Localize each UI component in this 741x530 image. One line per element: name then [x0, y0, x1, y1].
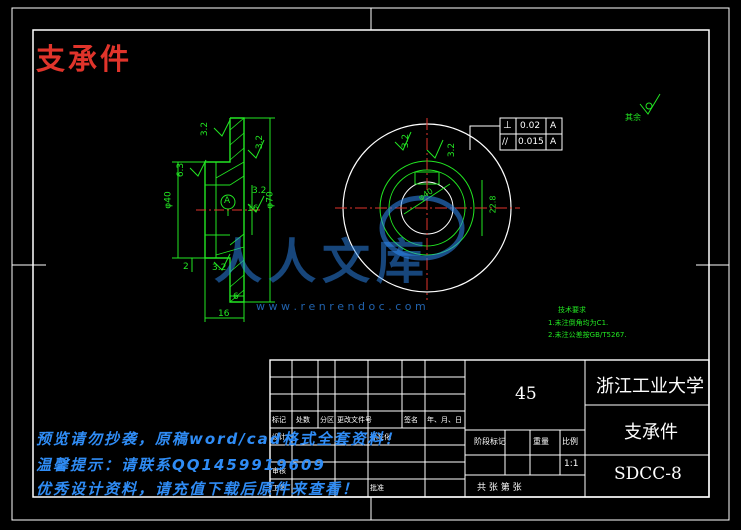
dim-d16: 16: [247, 204, 259, 214]
roughness-label: 3.2: [252, 186, 267, 196]
scale-value: 1:1: [564, 459, 579, 469]
roughness-label: 3.2: [401, 133, 412, 149]
watermark-line: 预览请勿抄袭，原稿word/cad格式全套资料！: [36, 430, 402, 448]
rev-label: 签名: [404, 416, 418, 424]
role-check: 审核: [272, 467, 286, 475]
tol-symbol: //: [502, 137, 509, 147]
roughness-label: 3.2: [212, 263, 227, 273]
std-label: 标准化: [370, 433, 391, 441]
rev-label: 年、月、日: [427, 416, 462, 424]
tol-datum: A: [550, 137, 557, 147]
tol-symbol: ⊥: [503, 120, 512, 131]
surface-note-mark: [639, 93, 661, 115]
watermark-logo-ring: [379, 195, 465, 261]
rev-label: 处数: [296, 416, 310, 424]
stage-label: 阶段标记: [474, 437, 506, 446]
dim-len6: 6: [233, 292, 239, 302]
tol-datum: A: [550, 121, 557, 131]
watermark-logo: 人人文库: [214, 234, 431, 290]
scale-label: 比例: [562, 437, 578, 446]
dim-d40: φ40: [163, 191, 174, 209]
rev-label: 标记: [272, 416, 286, 424]
centering-marks: [12, 8, 729, 520]
dim-len16: 16: [218, 309, 230, 319]
role-process: 工艺: [272, 484, 286, 492]
watermark-line: 温馨提示：请联系QQ1459919609: [36, 456, 326, 474]
tolerance-frames: [469, 117, 563, 151]
approve-label: 批准: [370, 484, 384, 492]
surface-note: 其余: [625, 113, 641, 122]
datum-label: A: [224, 196, 231, 206]
tol-value: 0.015: [518, 137, 544, 147]
mass-label: 重量: [533, 437, 549, 446]
drawing-title: 支承件: [36, 42, 133, 76]
rev-label: 更改文件号: [337, 416, 372, 424]
tech-req-title: 技术要求: [558, 306, 586, 314]
drawing-number: SDCC-8: [614, 464, 682, 484]
dim-len2: 2: [183, 262, 189, 272]
watermark-url: w w w . r e n r e n d o c . c o m: [256, 300, 426, 313]
watermark-line: 优秀设计资料，请充值下载后原件来查看！: [36, 480, 360, 498]
sheet-label: 共 张 第 张: [477, 483, 522, 493]
title-block: [269, 359, 710, 498]
roughness-label: 6.3: [176, 162, 187, 178]
tol-value: 0.02: [520, 121, 541, 131]
school-name: 浙江工业大学: [596, 376, 704, 397]
material: 45: [515, 384, 537, 404]
surface-note-circle: [645, 102, 653, 110]
tech-req-item: 1.未注倒角均为C1.: [548, 319, 609, 327]
part-name: 支承件: [624, 422, 678, 443]
dim-d22: 22.8: [488, 195, 498, 214]
roughness-label: 3.2: [200, 121, 211, 137]
dim-d70: φ70: [265, 191, 276, 209]
tech-req-item: 2.未注公差按GB/T5267.: [548, 331, 627, 339]
rev-label: 分区: [320, 416, 334, 424]
role-design: 设计: [272, 433, 286, 441]
roughness-label: 3.2: [255, 134, 266, 150]
roughness-label: 3.2: [447, 142, 458, 158]
